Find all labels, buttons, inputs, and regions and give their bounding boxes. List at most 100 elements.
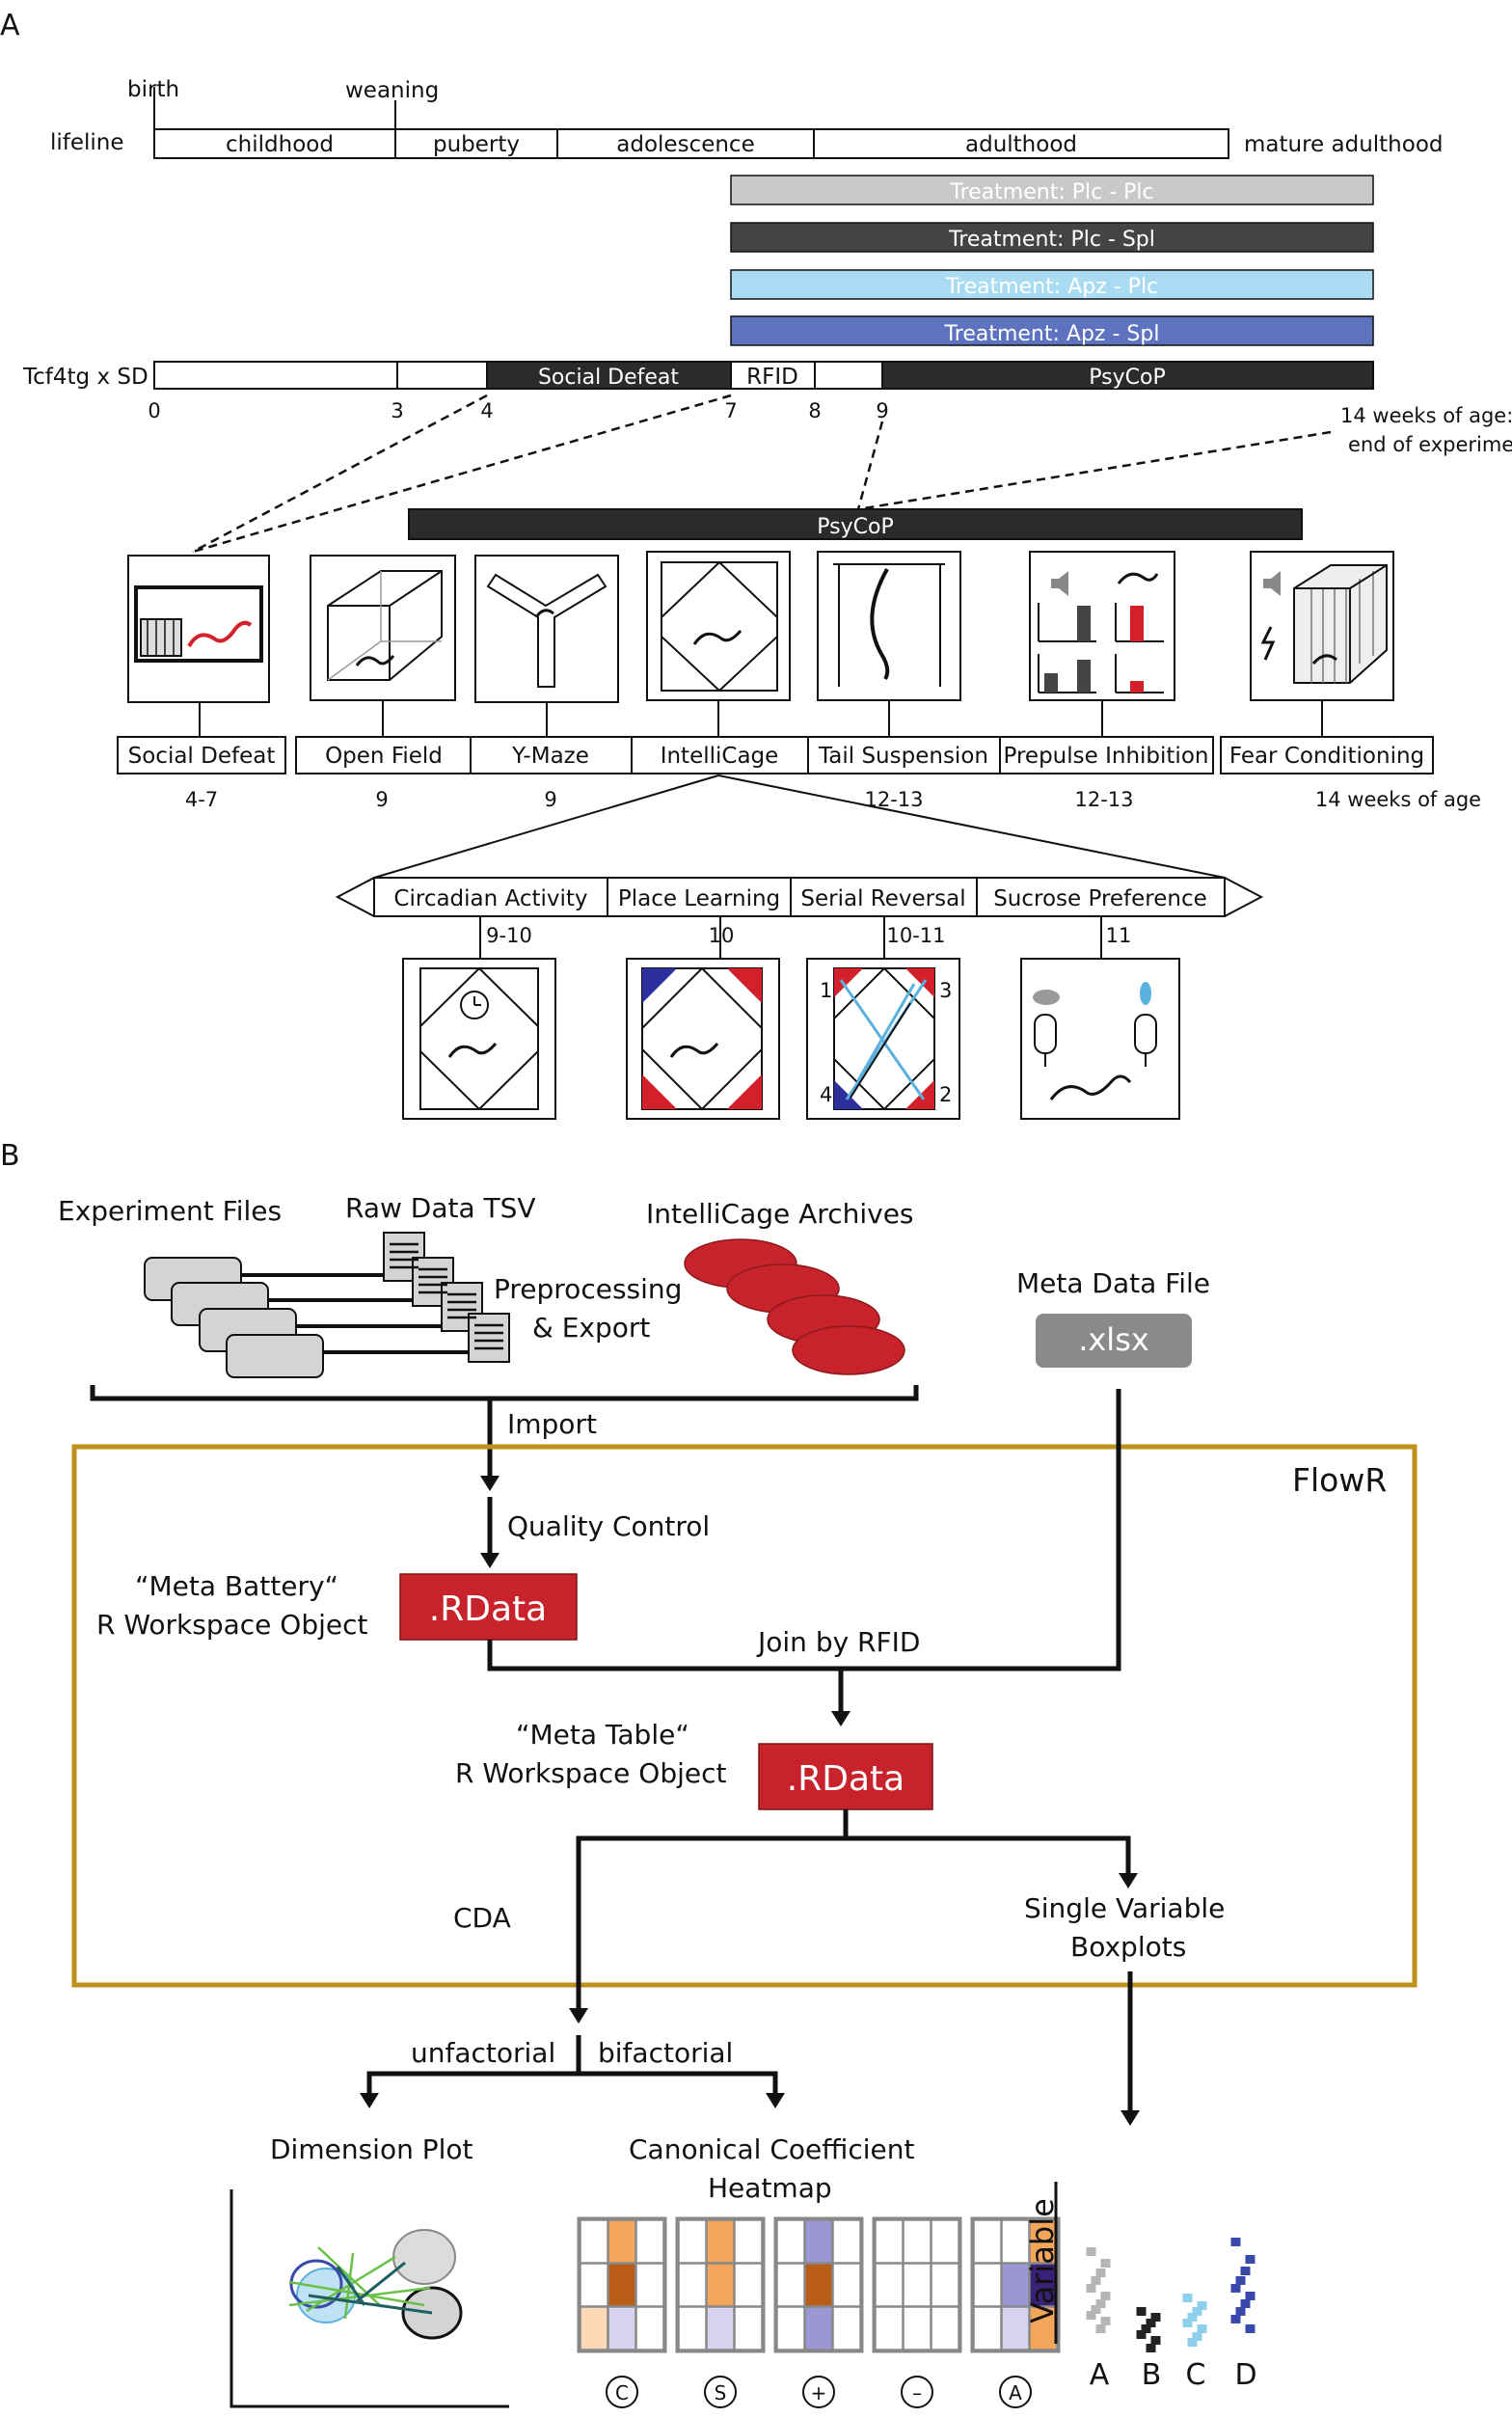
segment-rfid: RFID: [746, 365, 798, 390]
single-variable-label: Single Variable: [1024, 1892, 1225, 1924]
tick-label: 7: [724, 399, 737, 422]
dimension-plot-label: Dimension Plot: [270, 2133, 473, 2165]
corner-number: 2: [939, 1083, 952, 1106]
tick-label: 0: [148, 399, 160, 422]
meta-table-sublabel: R Workspace Object: [455, 1757, 727, 1789]
boxplot-point: [1091, 2276, 1101, 2285]
heatmap-cell: [1029, 2263, 1058, 2307]
heatmap-cell: [973, 2263, 1002, 2307]
tick-label: 3: [391, 399, 403, 422]
arrowhead: [766, 2093, 785, 2108]
heatmap-cell: [580, 2306, 608, 2350]
end-note: 14 weeks of age:: [1340, 404, 1512, 427]
boxplot-point: [1182, 2294, 1193, 2302]
boxplot-point: [1245, 2324, 1256, 2333]
heatmap-cell: [608, 2219, 636, 2264]
heatmap-cell: [903, 2306, 932, 2350]
segment-psycop: PsyCoP: [1089, 366, 1165, 390]
module-place-learning: Place Learning: [618, 886, 780, 911]
test-fear-conditioning: Fear Conditioning: [1229, 744, 1424, 769]
arrowhead: [569, 2008, 588, 2024]
treatment-bar: [730, 222, 1374, 253]
stage-adolescence: adolescence: [616, 132, 754, 157]
flowr-label: FlowR: [1292, 1461, 1387, 1499]
arrowhead: [360, 2093, 379, 2108]
test-week: 14 weeks of age: [1315, 788, 1481, 811]
heatmap-cell: [635, 2263, 664, 2307]
heatmap-cell: [678, 2263, 707, 2307]
boxplot-group-label: A: [1090, 2358, 1110, 2392]
y-maze-icon: [474, 555, 619, 703]
boxplot-point: [1150, 2313, 1161, 2322]
stage-childhood: childhood: [226, 132, 334, 157]
test-prepulse-inhibition: Prepulse Inhibition: [1004, 744, 1209, 769]
heatmap-cell: [931, 2306, 959, 2350]
heatmap-cell: [706, 2219, 735, 2264]
arrowhead: [1120, 2110, 1140, 2126]
tick-label: 8: [808, 399, 821, 422]
heatmap-cell: [1001, 2263, 1030, 2307]
boxplot-point: [1141, 2324, 1151, 2333]
place-learning-icon: [626, 958, 780, 1120]
intellicage-icon: [646, 551, 791, 701]
heatmap-symbol: –: [912, 2381, 922, 2404]
module-week: 9-10: [486, 924, 532, 947]
xlsx-label: .xlsx: [1078, 1321, 1149, 1358]
treatment-bar: [730, 315, 1374, 346]
boxplot-point: [1100, 2292, 1111, 2300]
boxplot-ylabel: Variable: [1024, 2198, 1061, 2323]
boxplot-group-label: C: [1186, 2358, 1206, 2392]
export-label: & Export: [532, 1312, 650, 1344]
cda-branches: [366, 2035, 778, 2103]
heatmap-symbol-circle: [901, 2376, 933, 2408]
heatmap-cell: [973, 2306, 1002, 2350]
psycop-bar: [408, 508, 1303, 540]
flowr-frame: [71, 1444, 1418, 1988]
heatmap-cell: [580, 2219, 608, 2264]
test-week: 9: [375, 788, 388, 811]
boxplot-point: [1182, 2319, 1193, 2327]
arrowhead: [480, 1476, 500, 1491]
boxplot-point: [1240, 2267, 1251, 2275]
stage-adulthood: adulthood: [965, 132, 1077, 157]
timeline-bar: [153, 361, 1374, 390]
heatmap-symbol-circle: [704, 2376, 737, 2408]
heatmap-cell: [678, 2306, 707, 2350]
treatment-bars: Treatment: Plc - Plc Treatment: Plc - Sp…: [730, 175, 1374, 346]
social-defeat-icon: [127, 555, 270, 703]
icon-stems: [199, 700, 1323, 739]
sucrose-preference-icon: [1020, 958, 1180, 1120]
heatmap-cell: [973, 2219, 1002, 2264]
heatmap-cell: [776, 2306, 805, 2350]
tick-label: 9: [876, 399, 888, 422]
open-field-icon: [310, 555, 456, 701]
tail-suspension-icon: [817, 551, 961, 701]
heatmap-cell: [608, 2263, 636, 2307]
heatmap-symbol: A: [1009, 2381, 1022, 2404]
circadian-activity-icon: [402, 958, 556, 1120]
heatmap-symbol: C: [615, 2381, 629, 2404]
boxplot-point: [1150, 2336, 1161, 2345]
panel-a-label: A: [0, 9, 20, 42]
heatmap-symbol: S: [715, 2381, 727, 2404]
heatmap-cell: [804, 2219, 833, 2264]
heatmap-cell: [635, 2219, 664, 2264]
boxplot: Variable A B C D: [1024, 2182, 1257, 2392]
module-circadian-activity: Circadian Activity: [393, 886, 587, 911]
heatmap-cell: [608, 2306, 636, 2350]
module-week: 10-11: [886, 924, 945, 947]
rdata-label: .RData: [787, 1759, 904, 1799]
xlsx-box: [1036, 1314, 1192, 1368]
heatmap-cell: [832, 2306, 861, 2350]
heatmap-cell: [678, 2219, 707, 2264]
heatmap-cell: [931, 2263, 959, 2307]
panel-b-label: B: [0, 1139, 20, 1173]
arrowhead: [1119, 1873, 1138, 1888]
test-label-boxes: [117, 736, 1434, 774]
cda-label: CDA: [453, 1902, 511, 1934]
lifeline-label: lifeline: [50, 130, 124, 155]
boxplot-point: [1100, 2259, 1111, 2268]
arrowhead: [831, 1711, 850, 1726]
heatmap-cell: [931, 2219, 959, 2264]
boxplot-point: [1192, 2332, 1202, 2341]
